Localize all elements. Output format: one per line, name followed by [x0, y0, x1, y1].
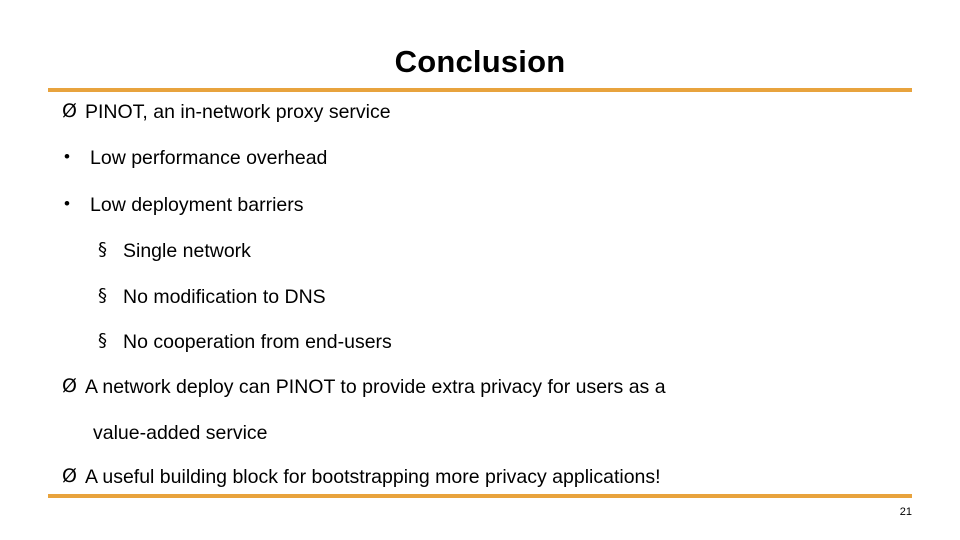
bullet-text: PINOT, an in-network proxy service: [85, 101, 391, 123]
arrow-bullet-icon: Ø: [62, 375, 77, 398]
square-bullet-icon: §: [98, 284, 107, 306]
bullet-item: Ø A useful building block for bootstrapp…: [0, 465, 960, 489]
bullet-item: § Single network: [0, 239, 960, 263]
footer-divider-bottom: [48, 494, 912, 498]
round-bullet-icon: •: [64, 147, 70, 167]
title-divider-top: [48, 88, 912, 92]
slide-body: Ø PINOT, an in-network proxy service • L…: [0, 100, 960, 511]
bullet-text: Low performance overhead: [90, 147, 328, 170]
arrow-bullet-icon: Ø: [62, 464, 77, 487]
bullet-text: No cooperation from end-users: [123, 330, 392, 353]
bullet-text: A network deploy can PINOT to provide ex…: [85, 376, 666, 399]
bullet-item: • Low deployment barriers: [0, 193, 960, 217]
bullet-item: § No modification to DNS: [0, 285, 960, 309]
bullet-text-continuation: value-added service: [93, 421, 268, 444]
bullet-item: • Low performance overhead: [0, 146, 960, 170]
bullet-item: Ø A network deploy can PINOT to provide …: [0, 375, 960, 399]
square-bullet-icon: §: [98, 329, 107, 351]
bullet-text: A useful building block for bootstrappin…: [85, 465, 661, 488]
square-bullet-icon: §: [98, 239, 107, 261]
round-bullet-icon: •: [64, 193, 70, 213]
bullet-text: Single network: [123, 240, 251, 263]
slide-number: 21: [899, 506, 912, 518]
bullet-text: No modification to DNS: [123, 285, 326, 308]
bullet-text: Low deployment barriers: [90, 193, 304, 216]
arrow-bullet-icon: Ø: [62, 100, 77, 122]
bullet-item: § No cooperation from end-users: [0, 330, 960, 354]
bullet-item: Ø PINOT, an in-network proxy service: [0, 100, 960, 124]
page-title: Conclusion: [394, 44, 566, 79]
